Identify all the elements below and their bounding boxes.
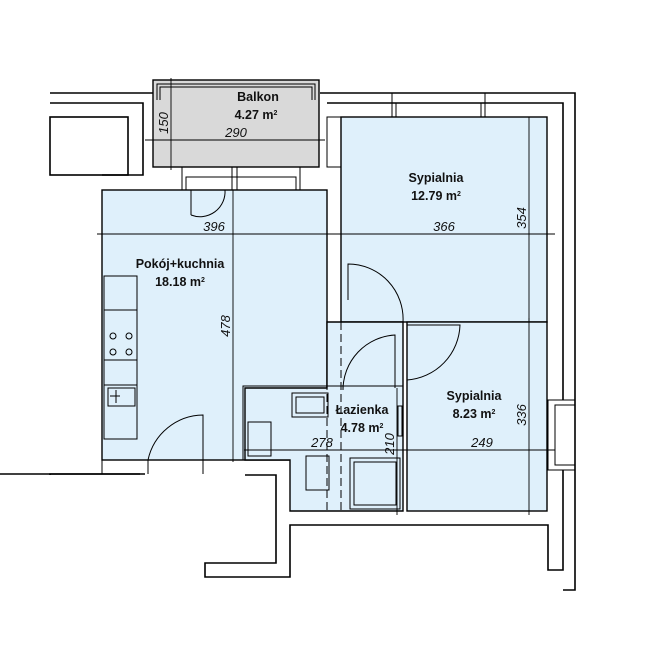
room-area-balkon: 4.27 m2 (235, 108, 278, 122)
doors (147, 189, 461, 474)
dim-syp1-height: 354 (514, 207, 529, 229)
dim-balkon-height: 150 (156, 111, 171, 133)
room-name-balkon: Balkon (237, 90, 279, 104)
dim-lazienka-height: 210 (382, 432, 397, 455)
dim-pokoj-height: 478 (218, 314, 233, 336)
dim-syp2-width: 249 (470, 435, 493, 450)
room-area-sypialnia-1: 12.79 m2 (411, 189, 461, 203)
dim-pokoj-width: 396 (203, 219, 225, 234)
room-sypialnia-2 (406, 321, 548, 512)
room-name-pokoj: Pokój+kuchnia (136, 257, 226, 271)
room-sypialnia-1 (340, 116, 548, 323)
dim-syp1-width: 366 (433, 219, 455, 234)
room-name-sypialnia-2: Sypialnia (447, 389, 503, 403)
dim-lazienka-width: 278 (310, 435, 333, 450)
bathroom-fixtures (247, 392, 403, 510)
room-area-pokoj: 18.18 m2 (155, 275, 205, 289)
room-name-lazienka: Łazienka (336, 403, 390, 417)
room-area-sypialnia-2: 8.23 m2 (453, 407, 496, 421)
room-name-sypialnia-1: Sypialnia (409, 171, 465, 185)
kitchen-counter (103, 275, 138, 440)
dimension-lines (97, 78, 555, 515)
room-area-lazienka: 4.78 m2 (341, 421, 384, 435)
dim-syp2-height: 336 (514, 403, 529, 425)
dim-balkon-width: 290 (224, 125, 247, 140)
balcony-area (152, 79, 320, 168)
